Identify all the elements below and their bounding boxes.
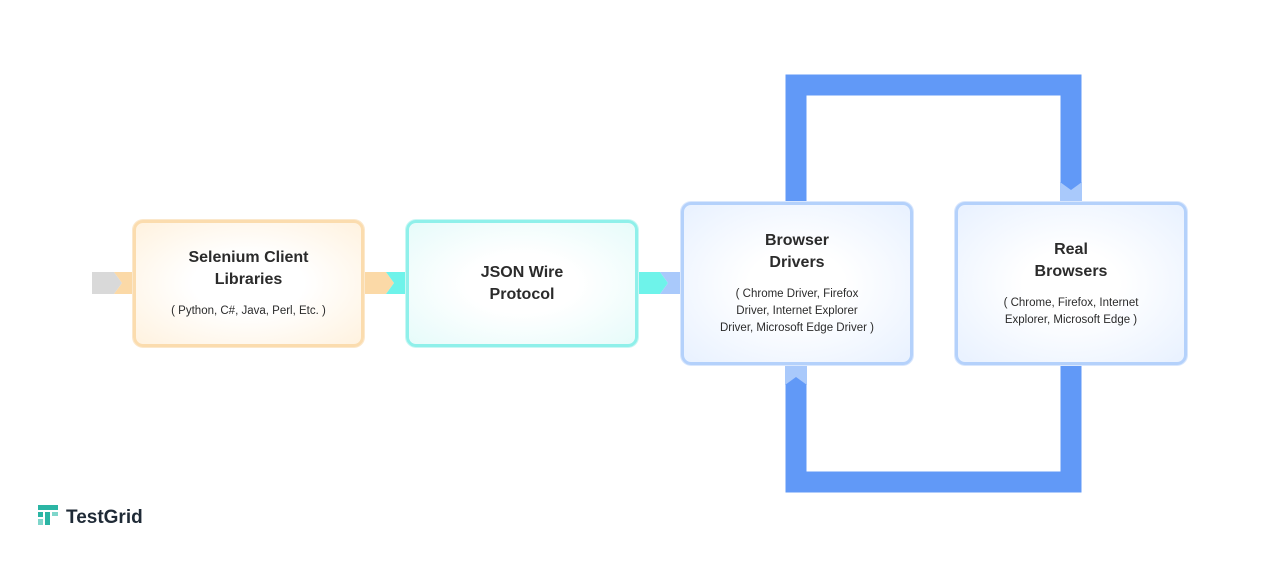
node-title: Browser Drivers <box>764 232 830 271</box>
node-json-wire-protocol: JSON Wire Protocol <box>406 220 638 347</box>
node-title: Selenium Client Libraries <box>188 249 309 288</box>
node-browser-drivers: Browser Drivers ( Chrome Driver, Firefox… <box>681 202 913 365</box>
node-subtitle: ( Chrome, Firefox, Internet Explorer, Mi… <box>1003 296 1139 326</box>
loop-top-drivers-to-browsers <box>785 74 1082 202</box>
node-title: Real Browsers <box>1034 240 1108 280</box>
brand-name: TestGrid <box>66 506 143 528</box>
node-subtitle: ( Python, C#, Java, Perl, Etc. ) <box>171 305 326 317</box>
node-real-browsers: Real Browsers ( Chrome, Firefox, Interne… <box>955 202 1187 365</box>
loop-bottom-browsers-to-drivers <box>785 365 1082 493</box>
node-subtitle: ( Chrome Driver, Firefox Driver, Interne… <box>719 288 874 334</box>
arrow-selenium-to-json <box>364 272 406 294</box>
testgrid-logo-icon <box>38 505 58 530</box>
arrow-json-to-drivers <box>638 272 681 294</box>
node-selenium-client-libraries: Selenium Client Libraries ( Python, C#, … <box>133 220 364 347</box>
node-title: JSON Wire Protocol <box>480 263 564 303</box>
input-arrow <box>92 272 133 294</box>
brand: TestGrid <box>38 505 143 530</box>
